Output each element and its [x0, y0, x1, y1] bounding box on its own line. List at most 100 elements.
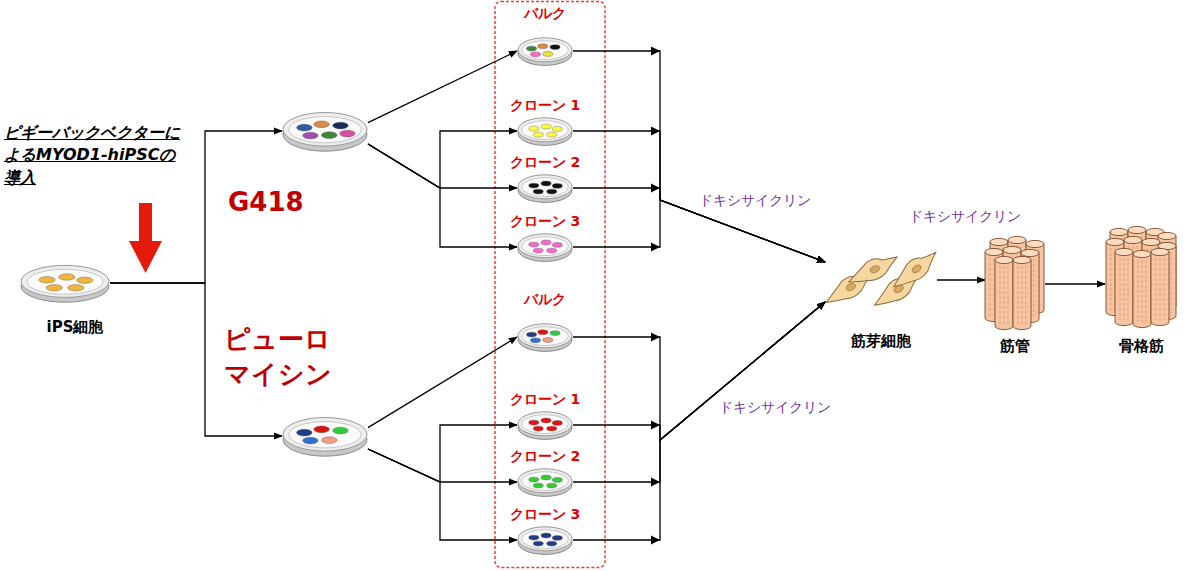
cell-colony [552, 478, 562, 483]
myoblast-illustration: 筋芽細胞 [825, 248, 937, 312]
fiber-striation [1160, 258, 1161, 320]
cell-colony [552, 243, 562, 248]
cell-colony [533, 426, 543, 431]
dish-rim [518, 324, 572, 348]
flow-arrow [573, 302, 825, 540]
node-illustration [1105, 230, 1177, 330]
clone-dish: クローン 1 [517, 410, 573, 440]
drug-label: ピューロマイシン [224, 322, 336, 392]
red-arrow-shaft [139, 203, 152, 243]
fiber-striation [1022, 266, 1023, 324]
clone-dish: クローン 3 [517, 232, 573, 262]
cell-colony [547, 132, 557, 137]
cell-colony [538, 330, 548, 335]
cell-colony [552, 184, 562, 189]
flow-arrow [368, 449, 517, 540]
fiber-end [1128, 226, 1146, 233]
dish-inner [522, 327, 568, 346]
fiber-body [1013, 260, 1031, 330]
cell-colony [59, 274, 75, 280]
cell-colony [550, 331, 560, 336]
cell-colony [530, 338, 540, 343]
cell-colony [543, 338, 553, 343]
node-illustration [282, 110, 368, 152]
clone-dish: クローン 1 [517, 116, 573, 146]
cell-colony [46, 285, 62, 291]
cell-nucleus [869, 264, 881, 274]
dish-inner [522, 41, 568, 60]
fiber-end [985, 248, 1003, 255]
cell-colony [529, 126, 539, 131]
red-arrow-head [129, 241, 162, 273]
node-illustration [517, 232, 573, 262]
fiber-striation [1128, 258, 1129, 320]
fiber-striation [1004, 266, 1005, 324]
dish-rim [518, 527, 572, 551]
cell-colony [547, 426, 557, 431]
cell-colony [322, 132, 337, 139]
flow-arrow [368, 337, 517, 428]
node-illustration [517, 467, 573, 497]
cell-colony [538, 44, 548, 49]
fiber-body [1151, 252, 1169, 326]
flow-arrow [368, 144, 517, 247]
stage-label: 筋芽細胞 [851, 332, 911, 350]
muscle-fiber [995, 256, 1013, 329]
fiber-end [1106, 238, 1124, 245]
dish-label: クローン 1 [510, 97, 581, 114]
dish-label: クローン 3 [510, 506, 581, 523]
cell-colony [541, 475, 551, 480]
fiber-striation [1156, 258, 1157, 320]
reagent-label: ドキシサイクリン [719, 399, 831, 416]
dish-inner [27, 269, 103, 294]
bulk-dish: バルク [517, 322, 573, 352]
fiber-striation [990, 258, 991, 316]
cell-colony [550, 45, 560, 50]
myoblast-cell [887, 247, 943, 294]
cell-colony [314, 426, 329, 433]
cell-colony [77, 277, 93, 283]
cell-colony [552, 421, 562, 426]
fiber-end [1158, 232, 1176, 239]
cell-colony [39, 277, 55, 283]
fiber-striation [1008, 266, 1009, 324]
cell-colony [68, 285, 84, 291]
dish-label: バルク [524, 291, 566, 308]
dish-rim [518, 118, 572, 142]
cell-colony [303, 437, 318, 444]
fiber-striation [1146, 260, 1147, 322]
fiber-striation [1120, 258, 1121, 320]
dish-inner [522, 237, 568, 256]
cell-nucleus [845, 282, 857, 292]
myotube-illustration: 筋管 [985, 238, 1045, 330]
cell-colony [527, 46, 537, 51]
muscle-fiber [1013, 256, 1031, 329]
cell-colony [547, 541, 557, 546]
bulk-dish: バルク [517, 36, 573, 66]
flow-arrow [573, 131, 825, 262]
cell-colony [541, 124, 551, 129]
node-illustration [517, 173, 573, 203]
cell-colony [529, 420, 539, 425]
fiber-end [1008, 236, 1026, 243]
fiber-end [1013, 256, 1031, 263]
fiber-body [995, 260, 1013, 330]
flow-arrow [368, 425, 517, 482]
fiber-striation [1026, 266, 1027, 324]
cell-colony [333, 122, 348, 129]
cell-colony [297, 124, 312, 131]
fiber-striation [1018, 266, 1019, 324]
dish-label: クローン 2 [510, 448, 581, 465]
node-illustration [985, 238, 1045, 330]
flow-arrow [573, 302, 825, 440]
clone-dish: クローン 3 [517, 525, 573, 555]
fiber-striation [1111, 248, 1112, 310]
fiber-end [1151, 248, 1169, 255]
clone-dish: クローン 2 [517, 467, 573, 497]
skeletal-muscle-illustration: 骨格筋 [1105, 230, 1177, 330]
cell-colony [541, 181, 551, 186]
dish-label: クローン 2 [510, 154, 581, 171]
cell-colony [541, 240, 551, 245]
dish-rim [518, 38, 572, 62]
